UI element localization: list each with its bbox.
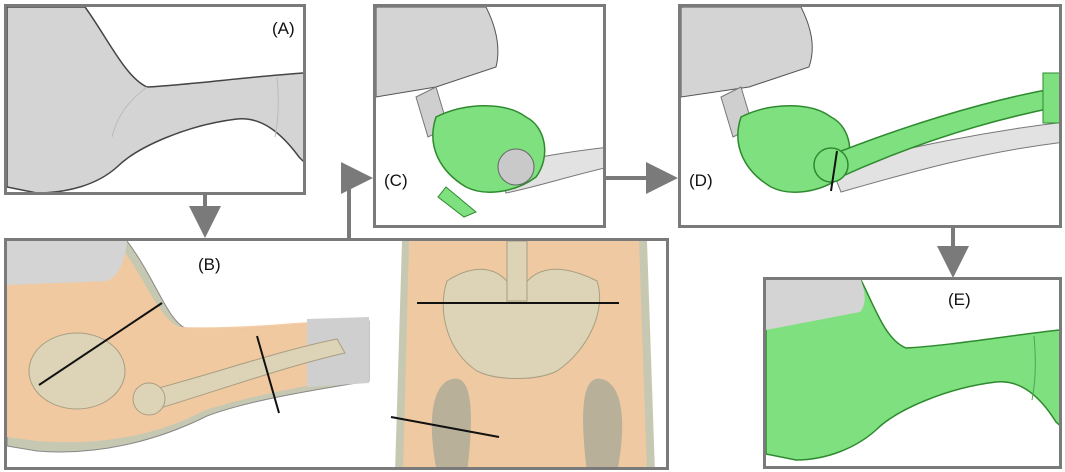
panel-a: (A) xyxy=(4,4,306,195)
panel-b: (B) xyxy=(4,238,669,470)
green-limb-surface xyxy=(766,280,1059,461)
gray-limb-surface xyxy=(7,7,303,192)
skeleton-green-femur xyxy=(681,7,1059,193)
panel-c-label: (C) xyxy=(384,171,408,190)
panel-c: (C) xyxy=(373,4,606,228)
panel-d: (D) xyxy=(678,4,1062,228)
panel-e-label: (E) xyxy=(948,290,971,309)
panel-e: (E) xyxy=(763,277,1062,469)
panel-a-label: (A) xyxy=(272,19,295,38)
arrow-b-to-c xyxy=(341,162,373,238)
tissue-layer-views xyxy=(7,241,666,467)
skeleton-green-pelvis xyxy=(376,7,603,218)
panel-d-label: (D) xyxy=(689,171,713,190)
panel-b-label: (B) xyxy=(198,255,221,274)
